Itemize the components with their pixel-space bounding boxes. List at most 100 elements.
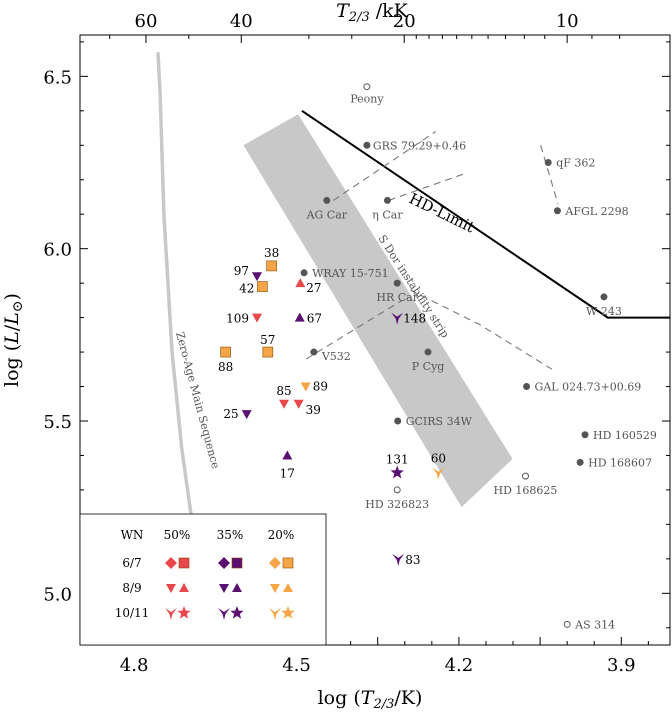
star-label: GAL 024.73+00.69 xyxy=(535,381,642,394)
top-tick-label: 20 xyxy=(393,11,416,32)
legend-marker xyxy=(166,584,176,593)
model-point xyxy=(432,467,445,480)
model-point xyxy=(293,399,304,409)
star-point xyxy=(363,83,371,91)
model-point xyxy=(390,465,404,479)
model-point-label: 85 xyxy=(276,384,291,398)
star-point xyxy=(363,141,371,149)
y-tick-label: 5.5 xyxy=(43,412,72,433)
legend-marker xyxy=(218,557,230,569)
star-point xyxy=(576,458,584,466)
star-point xyxy=(393,486,401,494)
x-tick-label: 4.8 xyxy=(120,655,149,676)
model-point-label: 17 xyxy=(280,466,295,480)
model-point xyxy=(392,553,405,566)
x-axis-label: log (T2/3/K) xyxy=(318,687,423,712)
s-dor-strip xyxy=(243,114,513,508)
model-point-label: 97 xyxy=(234,264,249,278)
model-point-label: 57 xyxy=(260,333,275,347)
star-point xyxy=(393,279,401,287)
star-point xyxy=(394,417,402,425)
model-lines xyxy=(156,52,670,515)
star-point xyxy=(581,431,589,439)
x-tick-label: 3.9 xyxy=(607,655,636,676)
plot-frame xyxy=(79,34,671,646)
star-label: V532 xyxy=(321,350,351,363)
model-point xyxy=(220,346,231,358)
star-point xyxy=(300,269,308,277)
model-point-label: 42 xyxy=(239,282,254,296)
star-label: η Car xyxy=(372,208,403,221)
x-tick-label: 4.2 xyxy=(445,655,474,676)
legend-box xyxy=(79,513,327,646)
hd-limit-line xyxy=(301,109,670,319)
star-label: HD 168607 xyxy=(588,456,652,469)
zams-line xyxy=(156,52,193,515)
legend-marker xyxy=(165,557,177,569)
legend-marker xyxy=(281,606,295,619)
star-label: qF 362 xyxy=(556,157,595,170)
model-point-label: 67 xyxy=(307,312,322,326)
model-point-label: 89 xyxy=(313,380,328,394)
track-dashed-line xyxy=(305,299,403,360)
y-tick-label: 6.5 xyxy=(43,67,72,88)
star-label: GCIRS 34W xyxy=(406,415,473,428)
legend-row-label: 10/11 xyxy=(115,606,150,620)
model-point xyxy=(252,313,262,323)
model-point-label: 148 xyxy=(403,312,426,326)
legend-row-header: WN xyxy=(121,528,144,542)
track-dashed-line xyxy=(388,172,468,201)
star-point xyxy=(323,196,331,204)
star-label: W 243 xyxy=(586,305,622,318)
star-point xyxy=(544,159,552,167)
star-label: Peony xyxy=(350,93,384,106)
legend-marker xyxy=(269,557,281,569)
star-point xyxy=(600,293,608,301)
model-point-label: 60 xyxy=(431,452,446,466)
legend-marker xyxy=(219,584,229,593)
legend-row-label: 6/7 xyxy=(122,556,141,570)
model-point xyxy=(241,410,252,420)
x-tick-label: 4.5 xyxy=(282,655,311,676)
star-point xyxy=(563,620,571,628)
y-axis-label: log (L/L⊙) xyxy=(1,293,26,387)
star-point xyxy=(521,472,529,480)
star-label: WRAY 15-751 xyxy=(312,267,389,280)
legend-marker xyxy=(179,583,189,592)
model-point xyxy=(282,450,293,460)
legend-marker xyxy=(269,608,281,620)
top-tick-label: 40 xyxy=(230,11,253,32)
star-label: P Cyg xyxy=(412,360,445,373)
star-point xyxy=(424,348,432,356)
model-point-label: 38 xyxy=(264,246,279,260)
star-point xyxy=(383,196,391,204)
hd-limit-label: HD-Limit xyxy=(406,189,477,236)
top-tick-label: 60 xyxy=(135,11,158,32)
model-point-label: 88 xyxy=(218,360,233,374)
legend-marker xyxy=(283,583,293,592)
model-point-label: 109 xyxy=(226,312,249,326)
model-point xyxy=(295,278,306,288)
model-point-label: 27 xyxy=(306,281,321,295)
track-dashed-line xyxy=(409,289,553,370)
model-point-label: 25 xyxy=(223,407,238,421)
model-point xyxy=(300,382,311,392)
legend-marker xyxy=(178,557,190,569)
track-dashed-line xyxy=(333,131,436,201)
y-tick-label: 6.0 xyxy=(43,240,72,261)
sdor-band xyxy=(243,114,513,508)
model-point xyxy=(257,281,268,292)
star-point xyxy=(553,207,561,215)
star-label: GRS 79.29+0.46 xyxy=(373,139,466,152)
star-label: HD 160529 xyxy=(593,429,657,442)
model-point xyxy=(266,260,277,272)
star-label: HR Car xyxy=(376,291,418,304)
model-point-label: 83 xyxy=(405,553,420,567)
model-point xyxy=(391,312,404,325)
model-point xyxy=(262,346,274,358)
model-point xyxy=(252,272,262,282)
